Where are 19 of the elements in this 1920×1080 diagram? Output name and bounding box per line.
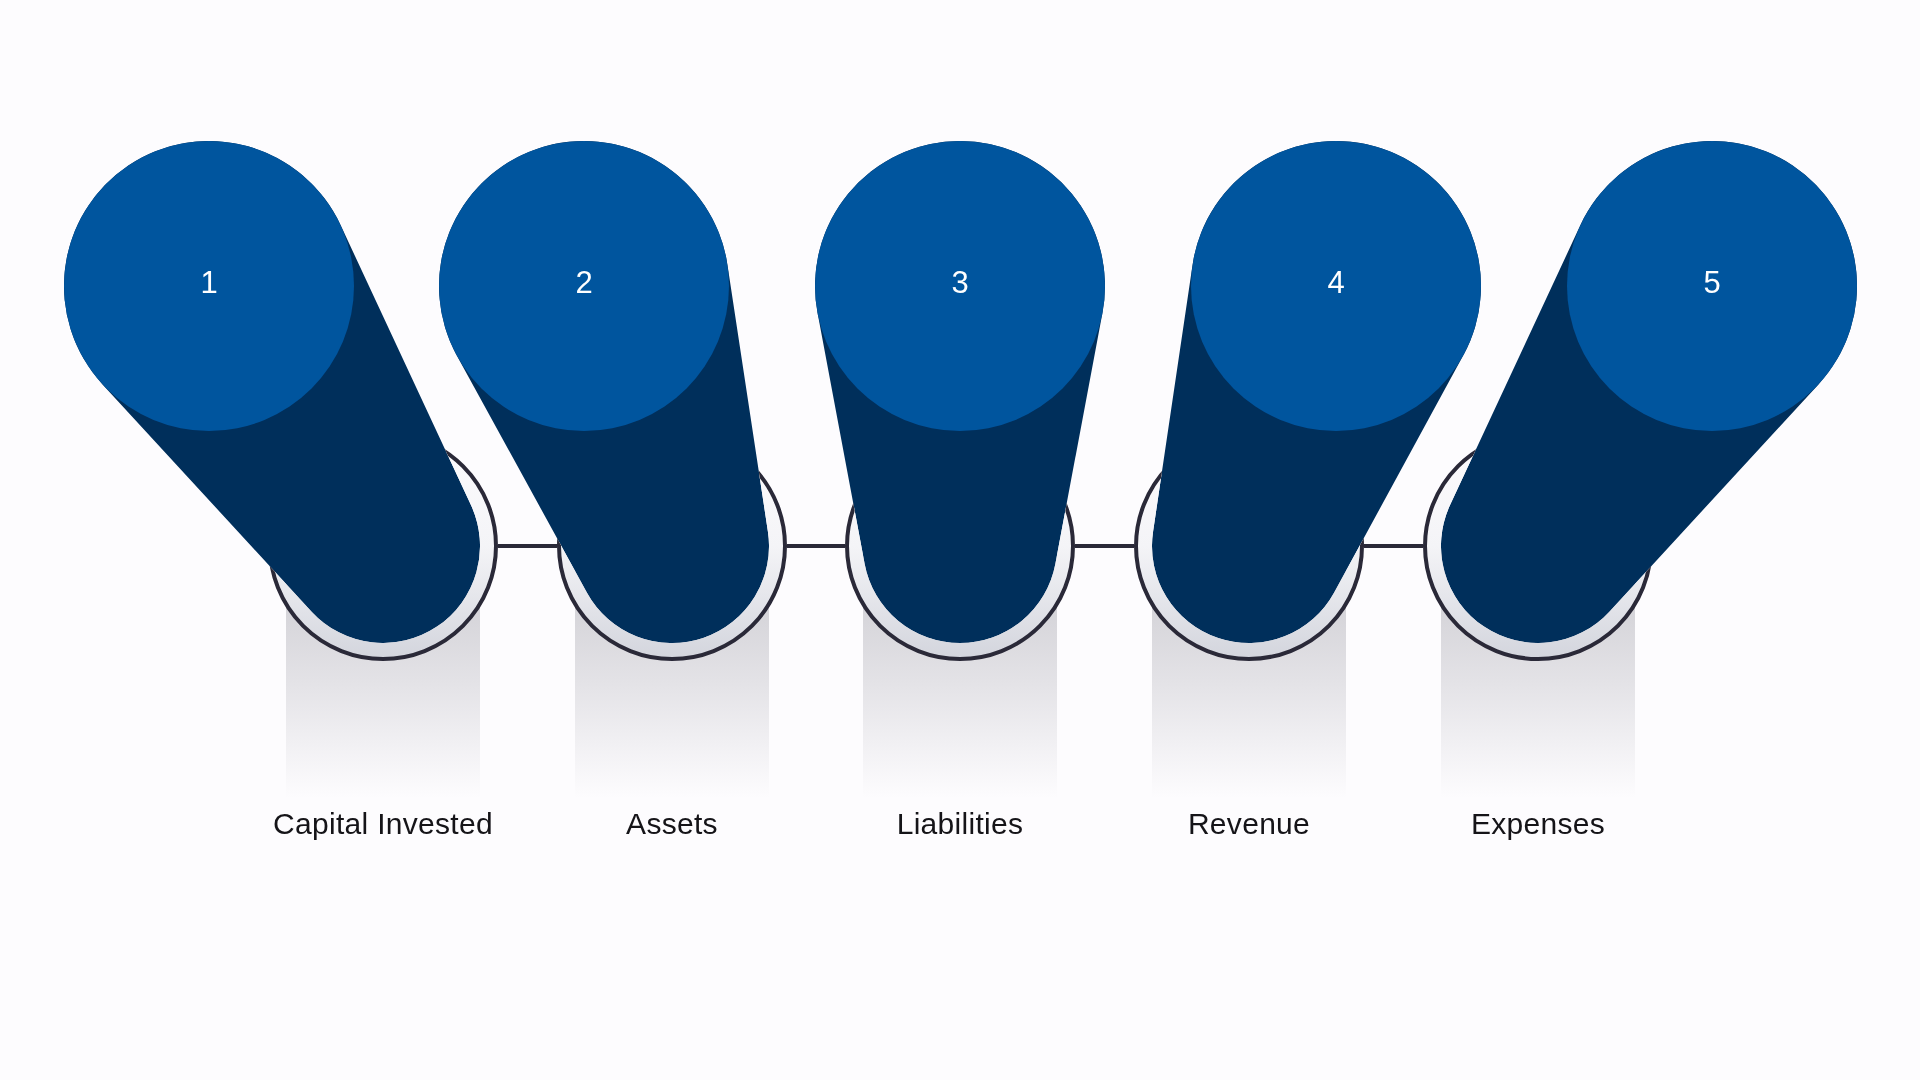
step-label: Liabilities xyxy=(896,806,1024,842)
tilted-cylinder xyxy=(64,141,480,643)
step-number: 2 xyxy=(575,266,593,298)
tilted-cylinder xyxy=(439,141,769,643)
step-label: Revenue xyxy=(1187,806,1311,842)
tilted-cylinder xyxy=(815,141,1105,643)
step-number: 3 xyxy=(951,266,969,298)
tilted-cylinder xyxy=(1152,141,1481,643)
step-number: 4 xyxy=(1327,266,1345,298)
step-number: 1 xyxy=(200,266,218,298)
connector-line xyxy=(787,544,845,548)
connector-line xyxy=(1364,544,1423,548)
tilted-cylinder xyxy=(1441,141,1857,643)
step-label: Capital Invested xyxy=(273,806,493,842)
connector-line xyxy=(498,544,557,548)
step-label: Expenses xyxy=(1470,806,1606,842)
step-number: 5 xyxy=(1703,266,1721,298)
step-label: Assets xyxy=(626,806,718,842)
connector-line xyxy=(1075,544,1134,548)
